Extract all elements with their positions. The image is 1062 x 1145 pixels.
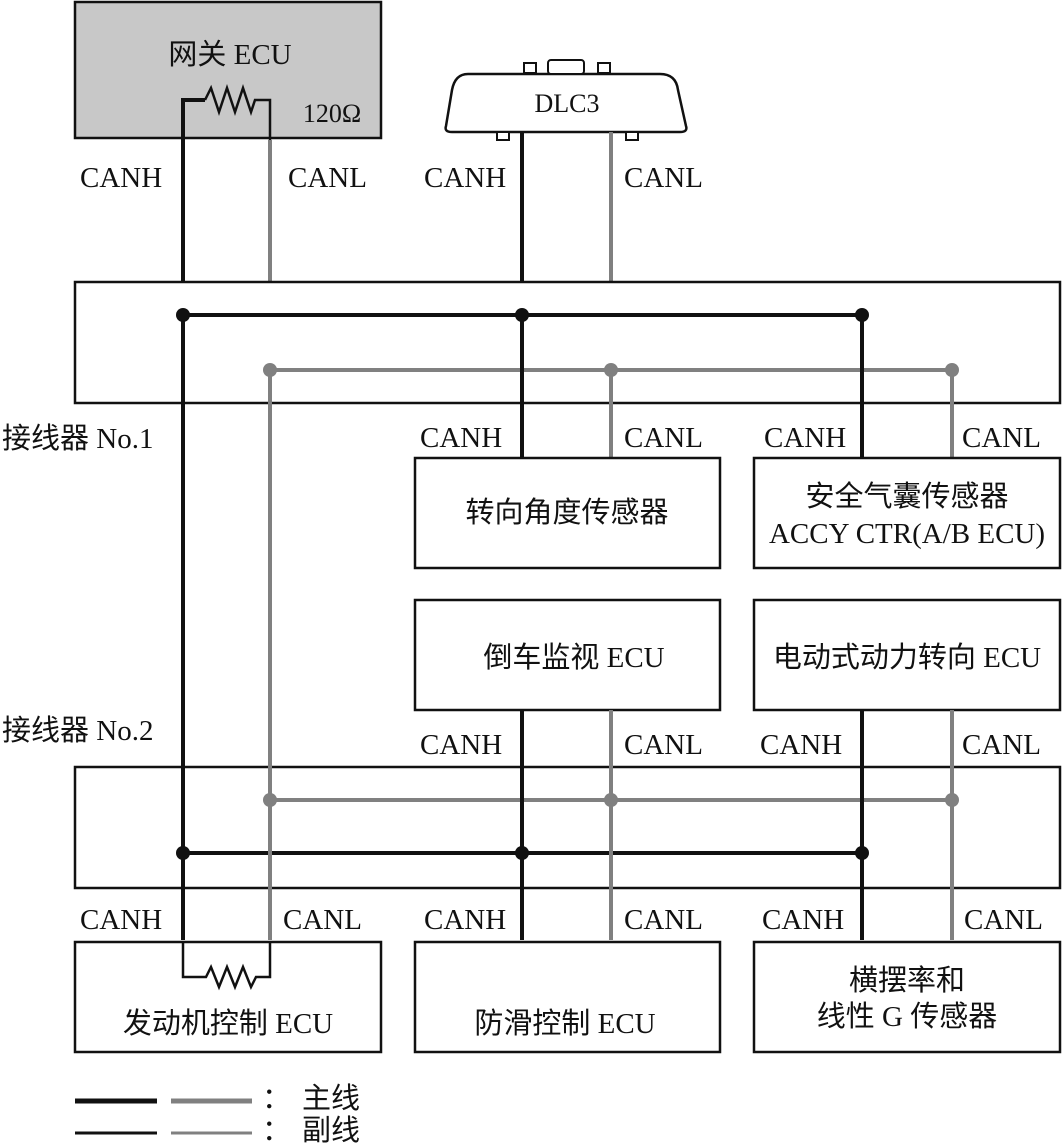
terminating-resistor-icon <box>181 942 272 991</box>
eps-ecu-box <box>752 598 1062 712</box>
junction-dot <box>945 363 959 377</box>
gateway-canh-wire <box>181 98 205 315</box>
yaw-rate-sensor-label-2: 线性 G 传感器 <box>817 1000 997 1033</box>
gateway-ecu-label: 网关 ECU <box>168 38 291 71</box>
terminating-resistor-value: 120Ω <box>303 99 361 128</box>
steering-angle-sensor-label: 转向角度传感器 <box>465 496 668 529</box>
gateway-ecu-box <box>73 0 383 140</box>
engine-control-ecu[interactable]: 发动机控制 ECU <box>73 940 383 1054</box>
junction-dot <box>604 363 618 377</box>
junction-dot <box>263 793 277 807</box>
airbag-sensor[interactable]: 安全气囊传感器 ACCY CTR(A/B ECU) <box>752 456 1062 570</box>
airbag-ecu-label: ACCY CTR(A/B ECU) <box>769 518 1045 550</box>
yaw-rate-sensor[interactable]: 横摆率和 线性 G 传感器 <box>752 940 1062 1054</box>
dlc3-canl-label: CANL <box>624 162 703 194</box>
dlc3-pin-icon <box>523 62 537 74</box>
dlc3-label: DLC3 <box>535 89 600 118</box>
junction-dot <box>515 308 529 322</box>
legend-sub-label: 副线 <box>302 1114 360 1145</box>
dlc3-body <box>444 72 688 134</box>
junction-connector-1-label: 接线器 No.1 <box>2 422 153 455</box>
junction-connector-2 <box>73 765 1062 890</box>
junction-dot <box>945 793 959 807</box>
skid-control-ecu-box <box>413 940 722 1054</box>
dlc3-pin-icon <box>597 62 611 74</box>
skid-canh-label: CANH <box>424 904 506 936</box>
gateway-canl-label: CANL <box>288 162 367 194</box>
gateway-ecu[interactable]: 网关 ECU 120Ω <box>73 0 383 370</box>
skid-canl-label: CANL <box>624 904 703 936</box>
engine-control-ecu-label: 发动机控制 ECU <box>123 1007 333 1040</box>
junction-connector-1 <box>73 280 1062 405</box>
engine-control-ecu-box <box>73 940 383 1054</box>
eps-ecu-label: 电动式动力转向 ECU <box>773 641 1041 674</box>
legend-main-label: 主线 <box>302 1082 360 1115</box>
dlc3-latch-icon <box>547 59 585 75</box>
airbag-canh-label: CANH <box>764 422 846 454</box>
junction-dots <box>176 308 959 860</box>
eps-canh-label: CANH <box>760 729 842 761</box>
reverse-canl-label: CANL <box>624 729 703 761</box>
gateway-canh-label: CANH <box>80 162 162 194</box>
steering-angle-sensor-box <box>413 456 722 570</box>
airbag-sensor-box <box>752 456 1062 570</box>
steering-canh-label: CANH <box>420 422 502 454</box>
terminating-resistor-icon <box>203 84 272 140</box>
yaw-canh-label: CANH <box>762 904 844 936</box>
junction-dot <box>604 793 618 807</box>
dlc3-canh-label: CANH <box>424 162 506 194</box>
legend-sub-colon: ： <box>262 1115 291 1145</box>
engine-canl-label: CANL <box>283 904 362 936</box>
reverse-monitor-ecu-box <box>413 598 722 712</box>
engine-canh-label: CANH <box>80 904 162 936</box>
dlc3-foot-icon <box>496 131 510 141</box>
junction-dot <box>855 308 869 322</box>
steering-angle-sensor[interactable]: 转向角度传感器 <box>413 456 722 570</box>
yaw-canl-label: CANL <box>964 904 1043 936</box>
junction-dot <box>176 846 190 860</box>
steering-canl-label: CANL <box>624 422 703 454</box>
dlc3-foot-icon <box>625 131 639 141</box>
eps-canl-label: CANL <box>962 729 1041 761</box>
legend-main-colon: ： <box>262 1083 291 1115</box>
junction-dot <box>263 363 277 377</box>
legend: ： 主线 ： 副线 <box>75 1082 360 1145</box>
yaw-rate-sensor-box <box>752 940 1062 1054</box>
reverse-canh-label: CANH <box>420 729 502 761</box>
airbag-canl-label: CANL <box>962 422 1041 454</box>
junction-dot <box>855 846 869 860</box>
junction-dot <box>515 846 529 860</box>
junction-connector-2-label: 接线器 No.2 <box>2 714 153 747</box>
reverse-monitor-ecu-label: 倒车监视 ECU <box>483 641 664 674</box>
eps-ecu[interactable]: 电动式动力转向 ECU <box>752 598 1062 712</box>
junction-dot <box>176 308 190 322</box>
skid-control-ecu-label: 防滑控制 ECU <box>474 1007 655 1040</box>
yaw-rate-sensor-label-1: 横摆率和 <box>849 964 965 997</box>
skid-control-ecu[interactable]: 防滑控制 ECU <box>413 940 722 1054</box>
dlc3-connector[interactable]: DLC3 <box>444 59 688 141</box>
reverse-monitor-ecu[interactable]: 倒车监视 ECU <box>413 598 722 712</box>
airbag-sensor-label: 安全气囊传感器 <box>805 480 1008 513</box>
